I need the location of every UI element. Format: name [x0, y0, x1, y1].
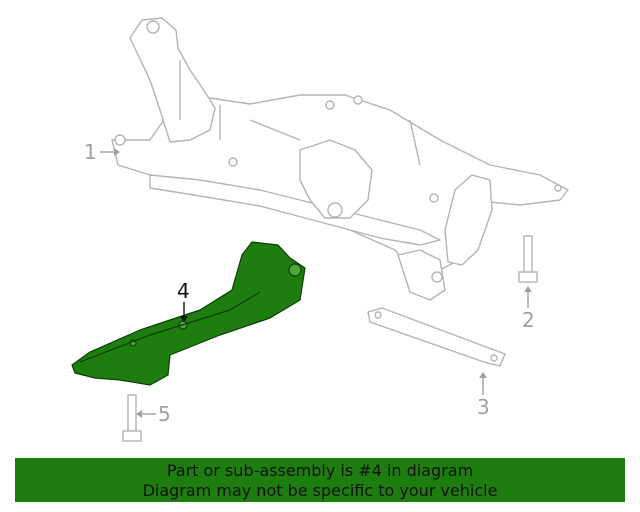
parts-diagram [71, 17, 569, 442]
callout-3-label: 3 [477, 395, 490, 419]
banner-line-1: Part or sub-assembly is #4 in diagram [166, 461, 474, 480]
leader-lines [100, 148, 532, 418]
callout-4-label: 4 [177, 279, 190, 303]
callout-1-label: 1 [84, 140, 97, 164]
under-cover-part-4[interactable] [71, 241, 306, 386]
leader-line-4 [180, 302, 188, 322]
disclaimer-banner: Part or sub-assembly is #4 in diagram Di… [15, 458, 625, 502]
callout-5-label: 5 [158, 402, 171, 426]
banner-line-2: Diagram may not be specific to your vehi… [142, 481, 498, 500]
bolt-part-5[interactable] [122, 394, 142, 442]
callout-2-label: 2 [522, 308, 535, 332]
bracket-part-3[interactable] [367, 307, 506, 367]
bolt-part-2[interactable] [518, 235, 538, 283]
subframe-part-1[interactable] [111, 17, 569, 301]
